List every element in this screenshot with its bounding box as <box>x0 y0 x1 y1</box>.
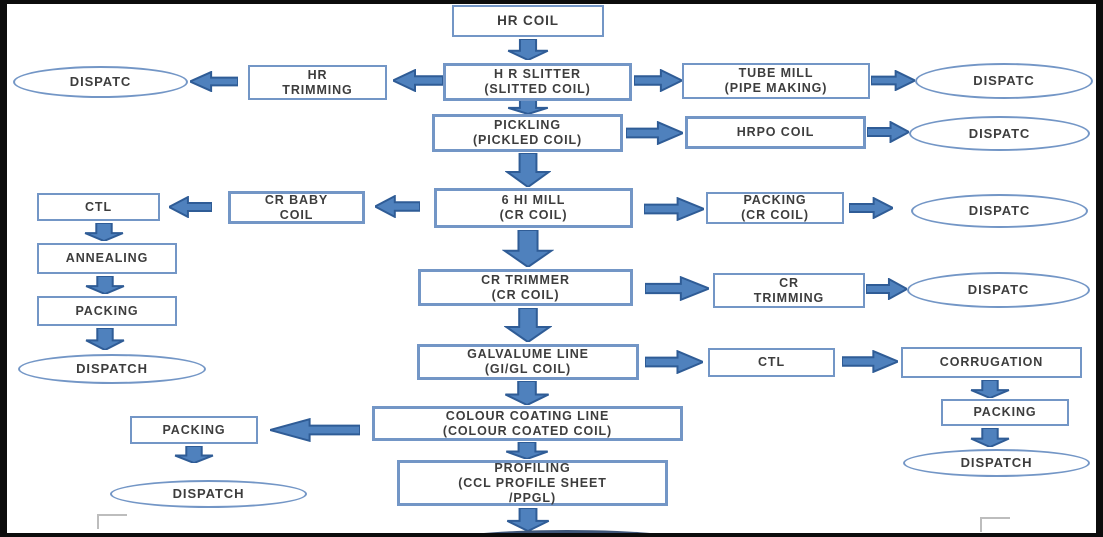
node-packing-right: PACKING <box>941 399 1069 426</box>
node-dispatc-hr: DISPATC <box>13 66 188 98</box>
table-corner-mark <box>980 517 1010 532</box>
flow-arrow-down-icon <box>173 446 215 463</box>
flow-arrow-right-icon <box>842 350 898 373</box>
node-corrugation: CORRUGATION <box>901 347 1082 378</box>
flow-arrow-down-icon <box>84 328 126 350</box>
node-tube-mill: TUBE MILL (PIPE MAKING) <box>682 63 870 99</box>
node-pickling: PICKLING (PICKLED COIL) <box>432 114 623 152</box>
node-packing-cr: PACKING (CR COIL) <box>706 192 844 224</box>
flow-arrow-left-icon <box>190 71 238 92</box>
node-galvalume: GALVALUME LINE (GI/GL COIL) <box>417 344 639 380</box>
node-dispatc-hrpo: DISPATC <box>909 116 1090 151</box>
flow-arrow-left-icon <box>270 418 360 442</box>
flow-arrow-down-icon <box>502 230 554 267</box>
flow-arrow-down-icon <box>505 508 551 531</box>
flow-arrow-right-icon <box>626 121 683 145</box>
flow-arrow-down-icon <box>84 276 126 294</box>
flow-arrow-right-icon <box>645 276 709 301</box>
flow-arrow-left-icon <box>169 196 212 218</box>
node-ctl-right: CTL <box>708 348 835 377</box>
flow-arrow-left-icon <box>375 195 420 218</box>
node-dispatch-right: DISPATCH <box>903 449 1090 477</box>
table-corner-mark <box>97 514 127 529</box>
node-ctl-left: CTL <box>37 193 160 221</box>
node-six-hi-mill: 6 HI MILL (CR COIL) <box>434 188 633 228</box>
flow-arrow-down-icon <box>506 39 550 60</box>
node-packing-left: PACKING <box>37 296 177 326</box>
page-border-bottom <box>0 533 1103 537</box>
node-colour-coating: COLOUR COATING LINE (COLOUR COATED COIL) <box>372 406 683 441</box>
node-cr-baby-coil: CR BABY COIL <box>228 191 365 224</box>
node-hrpo-coil: HRPO COIL <box>685 116 866 149</box>
node-cr-trimming: CR TRIMMING <box>713 273 865 308</box>
node-hr-trimming: HR TRIMMING <box>248 65 387 100</box>
flow-arrow-right-icon <box>867 121 909 143</box>
page-border-top <box>0 0 1103 4</box>
flow-arrow-right-icon <box>871 70 915 91</box>
node-dispatch-bottom: DISPATCH <box>110 480 307 508</box>
page-border-left <box>0 0 7 537</box>
flow-arrow-down-icon <box>969 428 1011 447</box>
flow-arrow-down-icon <box>506 100 550 114</box>
node-packing-bottom: PACKING <box>130 416 258 444</box>
flow-arrow-left-icon <box>393 69 443 92</box>
flow-arrow-down-icon <box>83 223 125 241</box>
node-cr-trimmer: CR TRIMMER (CR COIL) <box>418 269 633 306</box>
flow-arrow-down-icon <box>969 380 1011 398</box>
node-hr-slitter: H R SLITTER (SLITTED COIL) <box>443 63 632 101</box>
node-profiling: PROFILING (CCL PROFILE SHEET /PPGL) <box>397 460 668 506</box>
node-dispatc-tube: DISPATC <box>915 63 1093 99</box>
flow-arrow-right-icon <box>849 197 893 219</box>
node-hr-coil: HR COIL <box>452 5 604 37</box>
flow-arrow-right-icon <box>645 350 703 374</box>
flow-arrow-right-icon <box>634 69 682 92</box>
flow-arrow-down-icon <box>503 381 551 405</box>
page-border-right <box>1096 0 1103 537</box>
node-annealing: ANNEALING <box>37 243 177 274</box>
flow-arrow-down-icon <box>504 442 550 459</box>
flow-arrow-down-icon <box>504 308 552 342</box>
node-dispatc-cr: DISPATC <box>911 194 1088 228</box>
node-dispatc-trim: DISPATC <box>907 272 1090 308</box>
flow-arrow-right-icon <box>644 197 704 221</box>
flow-arrow-down-icon <box>505 153 551 187</box>
node-dispatch-left: DISPATCH <box>18 354 206 384</box>
flow-arrow-right-icon <box>866 278 907 300</box>
